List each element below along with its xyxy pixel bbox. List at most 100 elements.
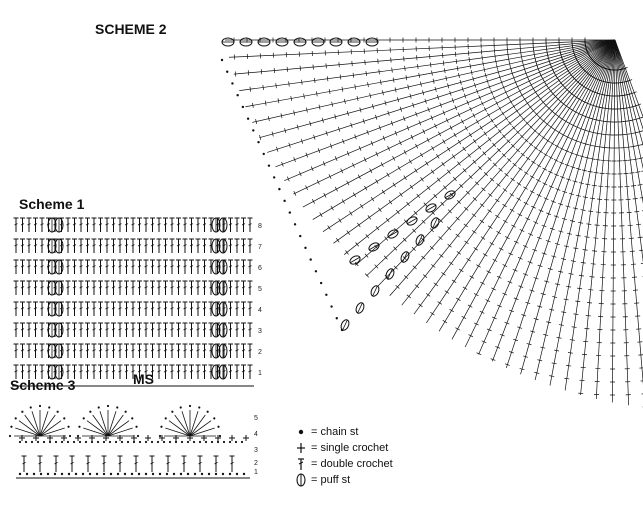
scheme2-tick <box>487 225 493 229</box>
scheme2-tick <box>495 214 500 219</box>
scheme2-tick <box>423 202 428 207</box>
scheme2-tick <box>404 275 409 280</box>
scheme2-tick <box>518 112 522 118</box>
double-crochet-mark <box>85 259 90 274</box>
chain-st-mark <box>76 434 80 438</box>
scheme2-tick <box>637 184 643 186</box>
scheme2-tick <box>524 138 529 143</box>
scheme2-tick <box>568 273 574 275</box>
chain-st-mark <box>68 434 72 438</box>
scheme2-tick <box>562 190 568 193</box>
scheme2-tick <box>378 125 382 131</box>
scheme2-spoke <box>275 39 616 168</box>
scheme2-tick <box>523 171 529 175</box>
scheme3-fan-stitch <box>189 411 199 437</box>
scheme2-tick <box>573 313 579 315</box>
scheme2-tick <box>517 257 523 260</box>
scheme2-tick <box>542 182 548 186</box>
double-crochet-mark <box>130 238 136 253</box>
scheme2-spoke <box>377 39 616 287</box>
double-crochet-mark <box>111 217 116 232</box>
scheme2-spoke <box>564 39 616 391</box>
scheme2-tick <box>479 125 483 131</box>
chain-st-mark <box>200 472 204 476</box>
scheme2-tick <box>264 100 267 106</box>
double-crochet-mark <box>98 280 103 295</box>
chain-st-mark <box>102 472 106 476</box>
scheme2-tick <box>452 176 457 182</box>
scheme2-tick <box>559 161 565 165</box>
scheme2-spoke <box>614 39 629 406</box>
double-crochet-mark <box>117 322 123 337</box>
scheme2-tick <box>339 74 342 80</box>
scheme2-tick <box>487 209 492 213</box>
double-crochet-mark <box>169 280 175 295</box>
scheme2-tick <box>461 316 467 320</box>
chain-st-mark <box>60 440 64 444</box>
scheme2-tick <box>322 161 326 167</box>
scheme2-tick <box>403 149 407 155</box>
scheme2-tick <box>436 154 440 159</box>
chain-st-mark <box>235 472 239 476</box>
scheme2-tick <box>594 132 600 135</box>
scheme2-tick <box>453 132 457 138</box>
scheme2-tick <box>525 121 530 126</box>
double-crochet-mark <box>98 322 103 337</box>
scheme2-tick <box>639 249 643 251</box>
scheme2-tick <box>480 236 486 240</box>
double-crochet-mark <box>78 343 84 358</box>
double-crochet-mark <box>197 455 203 472</box>
scheme2-spoke <box>413 39 616 315</box>
scheme2-tick <box>587 144 593 147</box>
puff-st-mark <box>406 216 418 226</box>
puff-st-mark <box>47 343 57 359</box>
scheme2-tick <box>631 185 637 187</box>
chain-st-mark <box>120 440 124 444</box>
chain-st-mark <box>116 406 119 409</box>
scheme2-tick <box>489 177 495 182</box>
double-crochet-mark <box>241 343 246 358</box>
scheme2-tick <box>422 129 426 134</box>
scheme2-tick <box>354 134 357 140</box>
double-crochet-mark <box>156 301 162 316</box>
double-crochet-mark <box>111 259 116 274</box>
scheme2-spoke <box>302 39 616 208</box>
chain-st-mark <box>14 417 17 420</box>
scheme2-tick <box>510 177 515 182</box>
chain-st-mark <box>67 472 71 476</box>
double-crochet-mark <box>20 322 25 337</box>
scheme2-tick <box>330 205 334 211</box>
scheme2-tick <box>386 172 390 178</box>
double-crochet-mark <box>137 343 142 358</box>
scheme2-tick <box>455 327 461 331</box>
scheme2-tick <box>533 221 539 224</box>
scheme2-tick <box>433 282 439 287</box>
scheme2-tick <box>502 188 508 192</box>
double-crochet-mark <box>176 343 181 358</box>
chain-st-mark <box>267 164 271 167</box>
scheme2-tick <box>474 82 477 88</box>
scheme2-tick <box>564 377 570 380</box>
scheme2-tick <box>497 129 502 134</box>
scheme2-tick <box>430 312 435 316</box>
scheme2-tick <box>350 122 353 128</box>
double-crochet-mark <box>176 217 181 232</box>
scheme2-tick <box>390 120 394 126</box>
scheme2-tick <box>411 246 416 251</box>
scheme2-tick <box>293 190 297 196</box>
double-crochet-icon <box>298 458 304 470</box>
scheme2-tick <box>560 133 566 137</box>
scheme2-tick <box>374 264 379 269</box>
double-crochet-mark <box>39 322 45 337</box>
scheme2-tick <box>551 255 557 258</box>
double-crochet-mark <box>98 259 103 274</box>
scheme2-tick <box>301 79 303 85</box>
scheme2-tick <box>486 328 492 332</box>
scheme2-tick <box>387 146 391 151</box>
scheme2-tick <box>249 86 251 92</box>
scheme2-tick <box>496 183 501 187</box>
chain-st-mark <box>309 258 312 261</box>
scheme2-tick <box>342 138 345 144</box>
double-crochet-mark <box>13 364 19 379</box>
scheme2-tick <box>639 197 643 199</box>
